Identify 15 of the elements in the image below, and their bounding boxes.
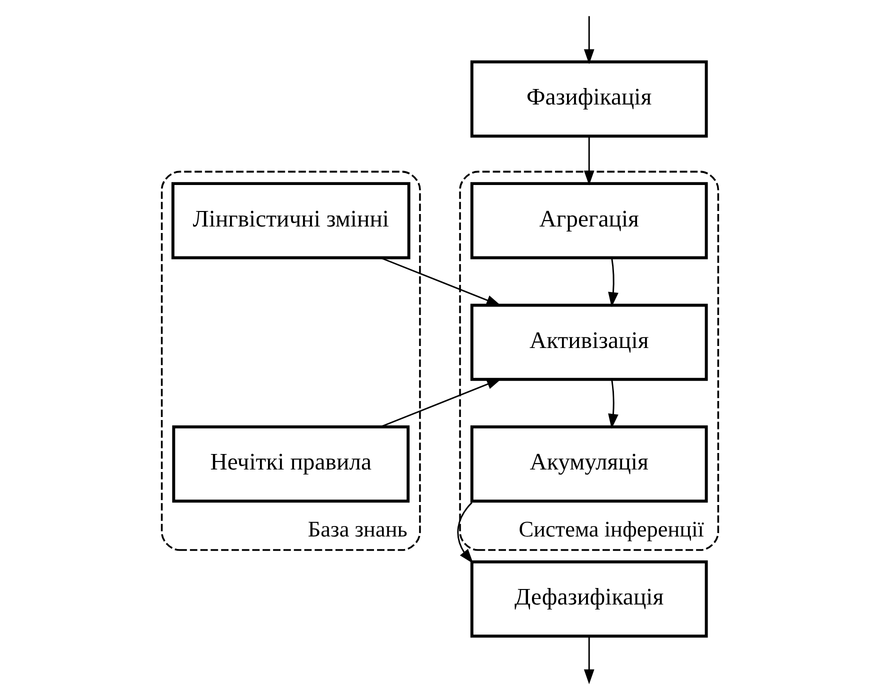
node-box: Активізація: [470, 304, 708, 381]
arrow: [584, 16, 594, 64]
arrow: [608, 379, 618, 429]
arrow: [380, 257, 502, 306]
node-box: Фазифікація: [470, 60, 708, 138]
node-box: Нечіткі правила: [172, 425, 410, 503]
arrow: [584, 136, 594, 186]
node-box: Дефазифікація: [470, 560, 708, 638]
arrow: [457, 502, 474, 564]
node-box: Лінгвістичні змінні: [171, 182, 410, 260]
node-box: Акумуляція: [470, 425, 708, 503]
arrow: [584, 636, 594, 684]
arrow: [608, 258, 618, 308]
arrow: [380, 378, 502, 428]
node-box: Агрегація: [470, 182, 708, 260]
